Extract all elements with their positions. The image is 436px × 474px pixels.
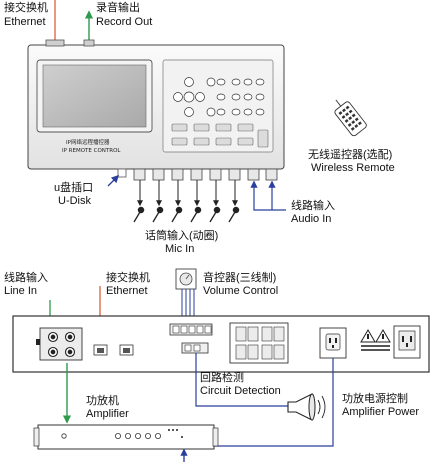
amp-label-cn: 功放机 — [86, 395, 119, 407]
bottom-ethernet-label-en: Ethernet — [106, 285, 148, 297]
line-in-label-cn: 线路输入 — [4, 272, 48, 284]
top-ethernet-label-en: Ethernet — [4, 16, 46, 28]
amplifier-knobs — [61, 432, 161, 439]
rect-keys — [171, 123, 269, 148]
circuit-detection-line — [195, 353, 288, 407]
volume-label-en: Volume Control — [203, 285, 279, 297]
speaker-icon — [287, 393, 326, 421]
mic-input-ports — [133, 168, 241, 181]
record-out-label-en: Record Out — [96, 16, 153, 28]
mic-cables — [137, 180, 238, 207]
amp-power-label-en: Amplifier Power — [342, 406, 420, 418]
amp-label-en: Amplifier — [86, 408, 129, 420]
remote-label-cn: 无线遥控器(选配) — [308, 149, 393, 161]
bottom-ethernet-label-cn: 接交换机 — [106, 272, 150, 284]
audio-in-label-en: Audio In — [291, 213, 332, 225]
mic-label-en: Mic In — [165, 243, 195, 255]
lcd-screen — [42, 64, 147, 128]
wireless-remote-icon — [334, 99, 367, 137]
udisk-label-cn: u盘插口 — [54, 182, 94, 194]
warning-text-lines — [361, 345, 390, 347]
circuit-label-en: Circuit Detection — [200, 385, 281, 397]
player-title-cn: IP网络远程播控器 — [66, 140, 110, 146]
top-ethernet-label-cn: 接交换机 — [4, 2, 48, 14]
amp-power-label-cn: 功放电源控制 — [342, 393, 408, 405]
line-in-label-en: Line In — [4, 285, 38, 297]
udisk-label-en: U-Disk — [58, 195, 91, 207]
udisk-arrow — [107, 174, 120, 187]
record-out-port — [83, 39, 95, 47]
round-keys — [173, 77, 265, 117]
player-title-en: IP REMOTE CONTROL — [62, 148, 121, 154]
volume-label-cn: 音控器(三线制) — [203, 272, 277, 284]
audio-in-cable — [250, 180, 286, 211]
ethernet-port-top — [45, 39, 65, 47]
remote-label-en: Wireless Remote — [311, 162, 395, 174]
udisk-port — [117, 168, 127, 178]
audio-io-block — [39, 327, 83, 361]
record-out-label-cn: 录音输出 — [96, 2, 140, 14]
rca-jacks — [47, 331, 76, 358]
audio-input-ports — [247, 168, 278, 181]
mic-label-cn: 话筒输入(动圈) — [145, 230, 219, 242]
circuit-label-cn: 回路检测 — [200, 372, 244, 384]
microphone-icons — [133, 206, 240, 223]
audio-in-label-cn: 线路输入 — [291, 200, 335, 212]
